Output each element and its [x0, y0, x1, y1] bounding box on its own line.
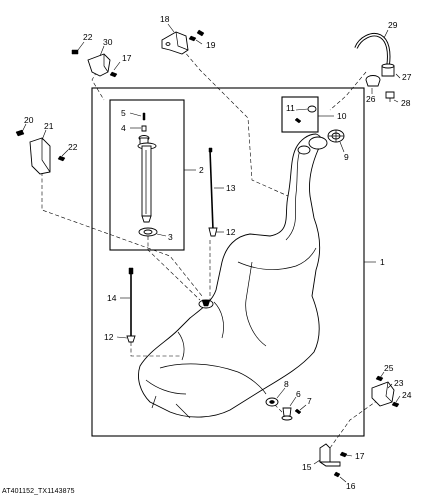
dash-bracket-right	[329, 399, 379, 449]
leader-7	[299, 404, 307, 411]
leader-15	[313, 459, 321, 465]
right-bracket	[371, 375, 400, 408]
leader-30	[99, 45, 105, 57]
dash-14	[130, 342, 180, 357]
callout-20: 20	[24, 115, 34, 125]
callout-26: 26	[366, 94, 376, 104]
figure-id: AT401152_TX1143875	[2, 488, 75, 495]
leader-12b	[116, 336, 128, 339]
leader-3	[156, 233, 167, 237]
callout-30: 30	[103, 37, 113, 47]
mounting-rod	[126, 267, 136, 343]
callout-23: 23	[394, 378, 404, 388]
top-bracket	[161, 29, 205, 55]
left-bracket	[15, 129, 66, 175]
callout-12-lower: 12	[104, 332, 114, 342]
leader-5	[129, 112, 142, 117]
callout-10: 10	[337, 111, 347, 121]
callout-22-upper: 22	[83, 32, 93, 42]
bottom-bracket	[318, 443, 348, 478]
callout-5: 5	[121, 108, 126, 118]
dash-bracket-top	[177, 43, 289, 197]
sender-subassembly-frame	[109, 99, 185, 251]
callout-21: 21	[44, 121, 54, 131]
callout-2: 2	[199, 165, 204, 175]
leader-18	[167, 23, 175, 33]
callout-14: 14	[107, 293, 117, 303]
leader-16	[339, 476, 347, 483]
callout-7: 7	[307, 396, 312, 406]
leader-24	[395, 395, 401, 403]
callout-3: 3	[168, 232, 173, 242]
fuel-sender	[137, 112, 158, 237]
callout-16: 16	[346, 481, 356, 491]
vent-hose-assembly	[354, 33, 395, 102]
leader-27	[395, 73, 401, 79]
leader-22a	[77, 41, 85, 51]
leader-11	[295, 108, 309, 111]
drain-fitting	[265, 397, 302, 421]
callout-8: 8	[284, 379, 289, 389]
leader-19	[195, 39, 203, 45]
vent-rod	[208, 147, 218, 237]
leader-6	[289, 396, 297, 407]
leader-29	[383, 29, 389, 39]
leader-17b	[345, 454, 353, 457]
callout-6: 6	[296, 389, 301, 399]
filler-cap	[327, 129, 345, 143]
dash-sender	[147, 236, 201, 301]
dash-bracket-top-left	[91, 65, 105, 101]
callout-19: 19	[206, 40, 216, 50]
callout-13: 13	[226, 183, 236, 193]
callout-17-lower: 17	[355, 451, 365, 461]
callout-12-upper: 12	[226, 227, 236, 237]
callout-29: 29	[388, 20, 398, 30]
leader-8	[276, 387, 286, 399]
callout-28: 28	[401, 98, 411, 108]
callout-18: 18	[160, 14, 170, 24]
callout-27: 27	[402, 72, 412, 82]
leader-21	[41, 129, 47, 141]
leader-20	[21, 123, 27, 133]
callout-17-upper: 17	[122, 53, 132, 63]
leader-9	[339, 141, 345, 153]
dash-bracket-left	[41, 172, 203, 297]
filler-screen	[294, 105, 317, 124]
callout-4: 4	[121, 123, 126, 133]
callout-15: 15	[302, 462, 312, 472]
callout-1: 1	[380, 257, 385, 267]
callout-25: 25	[384, 363, 394, 373]
leader-28	[393, 99, 399, 103]
top-left-bracket	[71, 49, 118, 78]
callout-22-lower: 22	[68, 142, 78, 152]
callout-24: 24	[402, 390, 412, 400]
dash-vent	[329, 71, 367, 111]
fuel-tank	[138, 133, 328, 419]
leader-25	[379, 371, 385, 379]
leader-17a	[113, 61, 121, 71]
callout-9: 9	[344, 152, 349, 162]
callout-11: 11	[286, 103, 295, 113]
filler-subassembly-frame	[281, 96, 319, 133]
leader-23	[387, 383, 393, 389]
leader-22b	[61, 149, 69, 157]
